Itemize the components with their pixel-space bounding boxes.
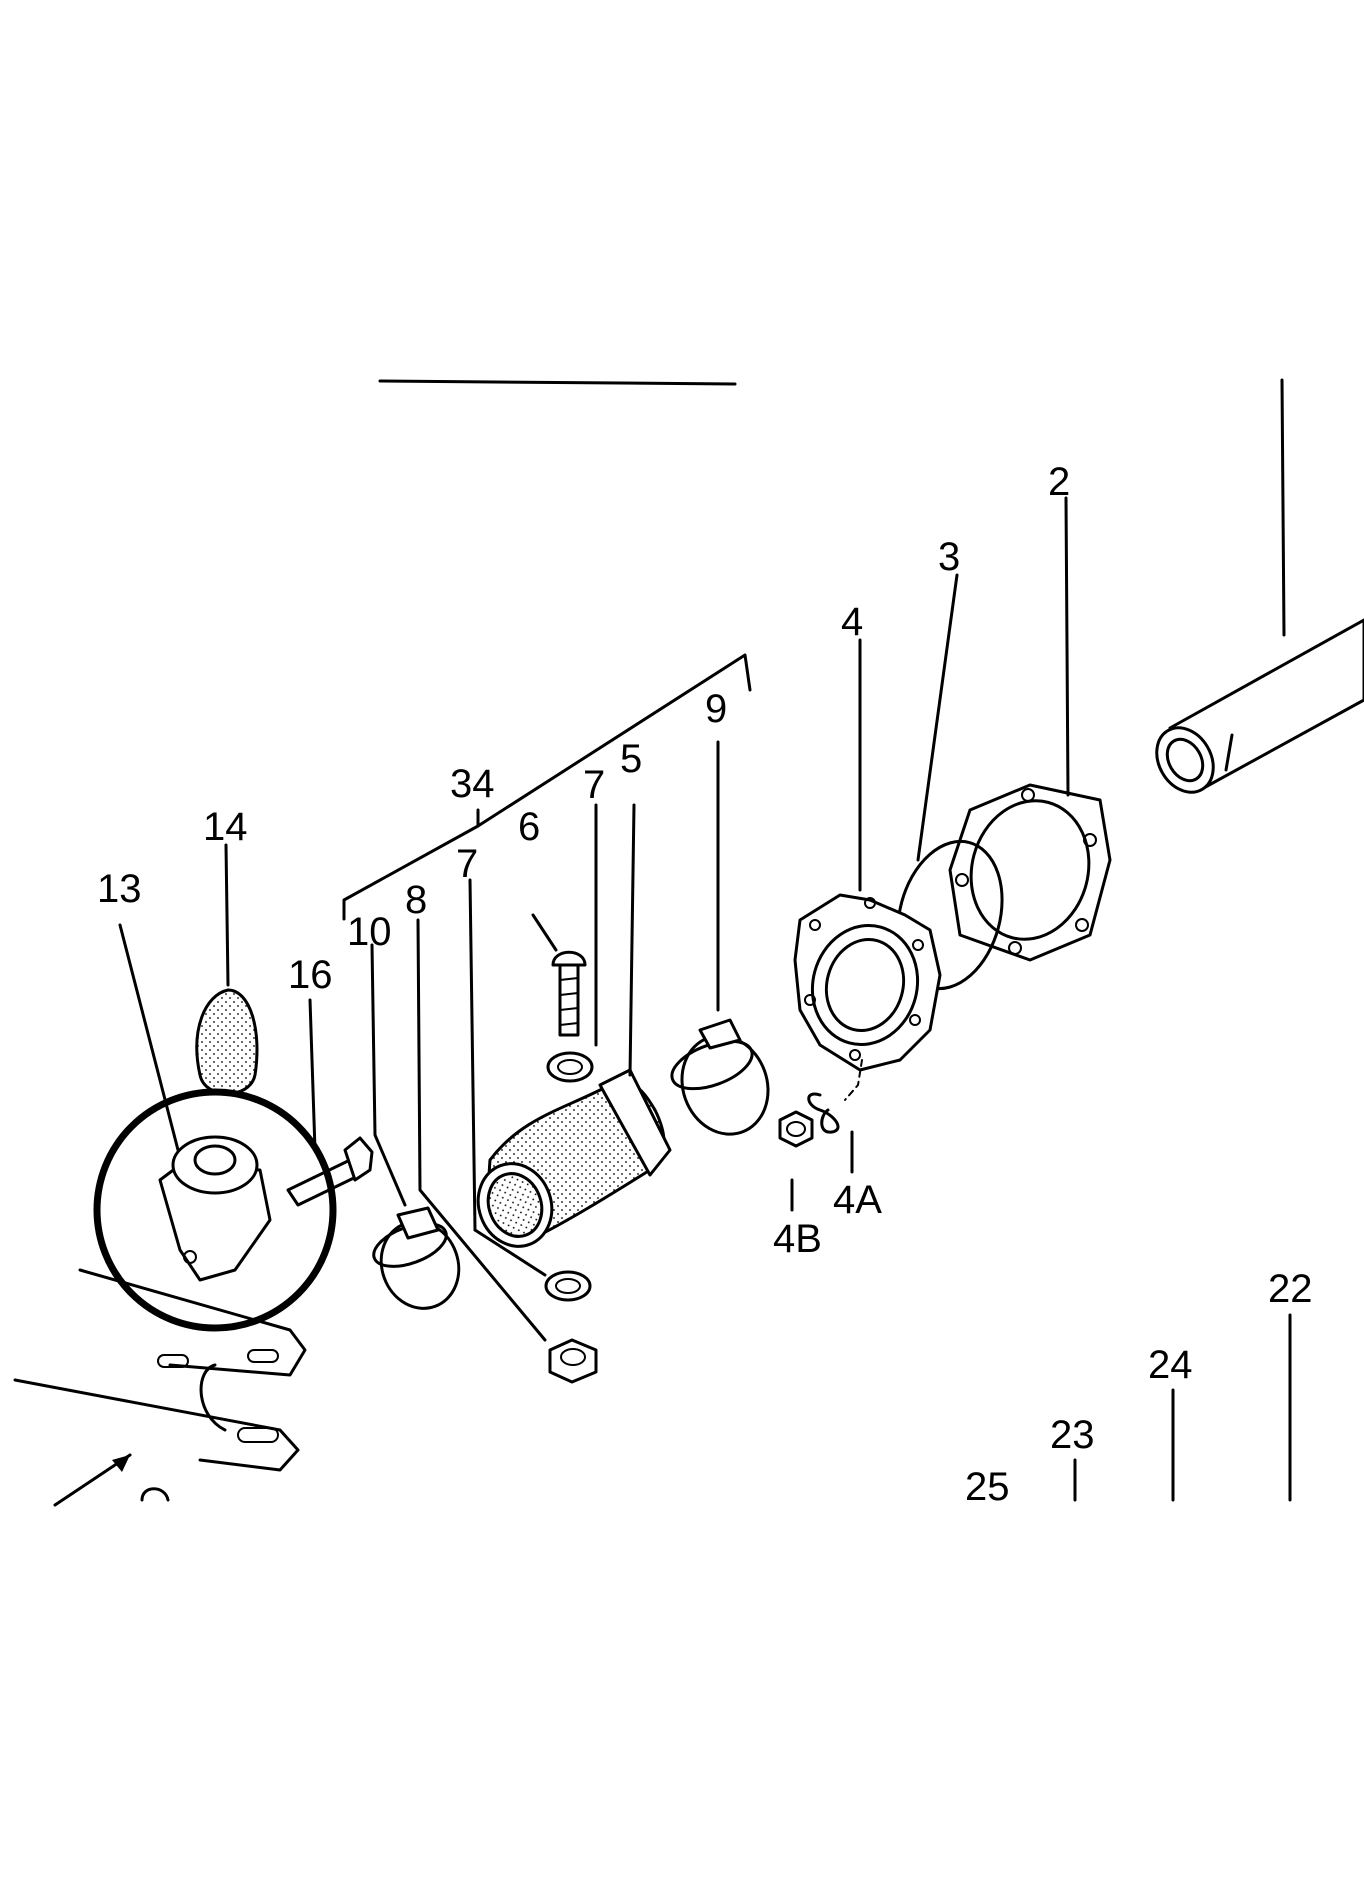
gasket-plate [948, 496, 1112, 962]
callout-7-lower: 7 [456, 842, 478, 886]
rubber-boot [476, 803, 672, 1248]
callout-22: 22 [1268, 1267, 1313, 1311]
callout-8: 8 [405, 878, 427, 922]
washer-7-lower [468, 878, 592, 1302]
callout-24: 24 [1148, 1343, 1193, 1387]
callout-4: 4 [841, 600, 863, 644]
callout-16: 16 [288, 953, 333, 997]
top-rule [378, 379, 737, 386]
bump-stop [195, 843, 259, 1096]
hex-nut-8 [416, 918, 598, 1384]
highlight-circle [93, 1088, 337, 1332]
callout-4a: 4A [833, 1178, 882, 1222]
bearing-housing [793, 638, 942, 1072]
screw-6 [531, 913, 587, 1037]
axle-tube [1155, 378, 1364, 794]
callout-6: 6 [518, 805, 540, 849]
bolt-16 [286, 998, 374, 1207]
callout-3: 3 [938, 535, 960, 579]
callout-25: 25 [965, 1465, 1010, 1509]
callout-2: 2 [1048, 460, 1070, 504]
callout-13: 13 [97, 867, 142, 911]
callout-7-upper: 7 [583, 763, 605, 807]
washer-7-upper [546, 803, 598, 1083]
frame-rail [13, 1268, 307, 1507]
callout-14: 14 [203, 805, 248, 849]
callout-4b: 4B [773, 1217, 822, 1261]
spring-clip [807, 1059, 863, 1174]
hex-nut-4b [778, 1110, 814, 1212]
callout-23: 23 [1050, 1413, 1095, 1457]
callout-9: 9 [705, 687, 727, 731]
callout-10: 10 [347, 910, 392, 954]
hose-clamp-9 [670, 740, 770, 1136]
hose-clamp-10 [370, 943, 461, 1310]
callout-34: 34 [450, 762, 495, 806]
mount-bracket [118, 923, 272, 1282]
callout-5: 5 [620, 737, 642, 781]
